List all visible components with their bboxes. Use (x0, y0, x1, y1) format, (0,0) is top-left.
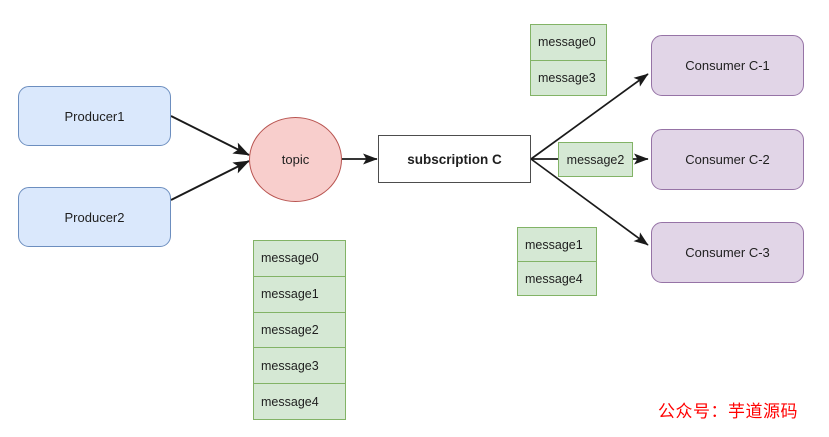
consumer-c2-message-queue: message2 (558, 142, 633, 177)
edge-producer1-to-topic (170, 115, 250, 156)
node-producer-1-label: Producer1 (64, 108, 125, 124)
edge-producer2-to-topic (170, 160, 250, 201)
node-subscription-c-label: subscription C (407, 151, 502, 167)
message-item: message0 (531, 25, 606, 61)
message-item: message2 (566, 152, 625, 167)
message-item: message1 (254, 277, 345, 313)
node-topic-label: topic (281, 152, 310, 167)
node-consumer-c1-label: Consumer C-1 (685, 58, 770, 73)
message-item: message0 (254, 241, 345, 277)
node-producer-2[interactable]: Producer2 (18, 187, 171, 247)
consumer-c3-message-queue: message1 message4 (517, 227, 597, 296)
message-item: message1 (518, 228, 596, 262)
message-item: message3 (254, 348, 345, 385)
watermark-text: 公众号：芋道源码 (658, 402, 798, 421)
message-item: message2 (254, 313, 345, 349)
node-topic[interactable]: topic (249, 117, 342, 202)
node-consumer-c2[interactable]: Consumer C-2 (651, 129, 804, 190)
node-producer-2-label: Producer2 (64, 209, 125, 225)
message-item: message4 (525, 271, 583, 286)
node-consumer-c2-label: Consumer C-2 (685, 152, 770, 167)
node-producer-1[interactable]: Producer1 (18, 86, 171, 146)
message-item: message3 (538, 70, 596, 85)
consumer-c1-message-queue: message0 message3 (530, 24, 607, 96)
node-consumer-c1[interactable]: Consumer C-1 (651, 35, 804, 96)
node-consumer-c3[interactable]: Consumer C-3 (651, 222, 804, 283)
node-subscription-c[interactable]: subscription C (378, 135, 531, 183)
message-item: message4 (261, 394, 319, 409)
topic-message-queue: message0 message1 message2 message3 mess… (253, 240, 346, 420)
node-consumer-c3-label: Consumer C-3 (685, 245, 770, 260)
